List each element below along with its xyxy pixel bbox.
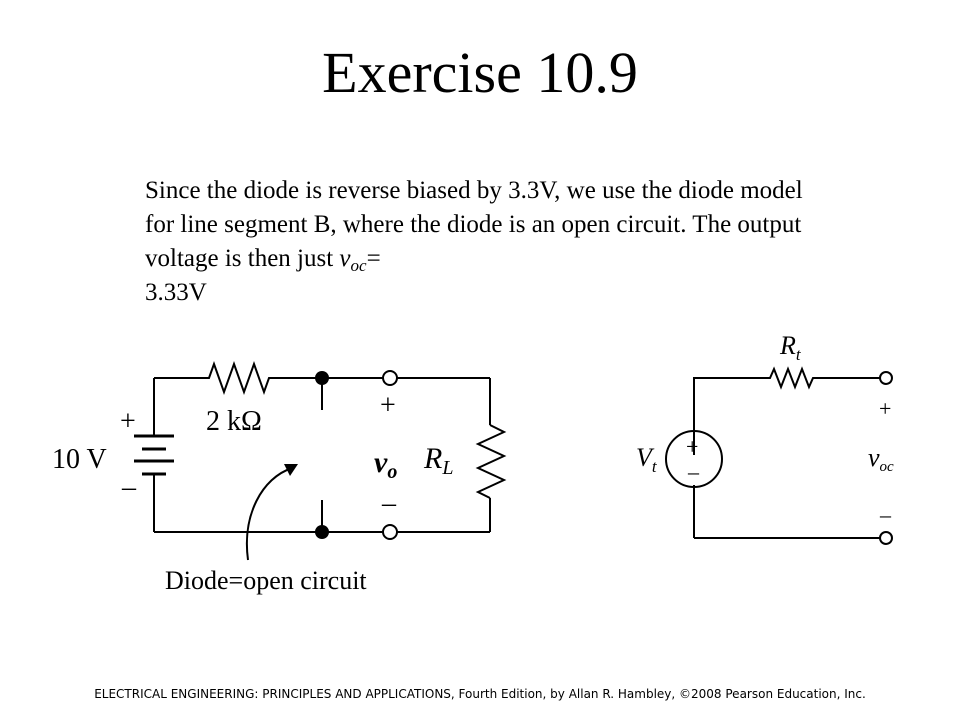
top-wire [154, 361, 390, 395]
rt-label: Rt [779, 331, 802, 364]
source-plus: + [120, 406, 136, 437]
voc-symbol: v [339, 245, 351, 272]
output-plus: + [380, 390, 396, 421]
rl-symbol: R [423, 442, 442, 475]
vo-symbol: v [374, 446, 388, 479]
output-minus: – [381, 488, 397, 519]
vt-minus: – [687, 459, 700, 484]
junction-dot-top [315, 371, 329, 385]
slide-title: Exercise 10.9 [322, 40, 638, 105]
output-terminal-bottom [382, 524, 398, 540]
load-resistor [475, 424, 507, 499]
rt-symbol: R [779, 331, 796, 360]
explanation-text: Since the diode is reverse biased by 3.3… [145, 177, 803, 272]
voc-diagram-subscript: oc [880, 459, 895, 475]
thevenin-output-minus: – [879, 502, 892, 527]
output-terminal-top [382, 370, 398, 386]
thevenin-top-wire [693, 366, 880, 455]
vt-plus: + [686, 434, 698, 459]
explanation-paragraph: Since the diode is reverse biased by 3.3… [145, 174, 825, 310]
resistor-2k-label: 2 kΩ [206, 406, 262, 437]
output-voltage-label: vo [374, 446, 397, 483]
voc-subscript: oc [350, 256, 367, 275]
diode-caption: Diode=open circuit [165, 566, 367, 595]
load-label: RL [423, 442, 453, 479]
arrow-head [284, 464, 298, 476]
source-value: 10 V [52, 444, 107, 475]
left-circuit-diagram: + – 10 V 2 kΩ + – vo RL [52, 361, 507, 561]
voc-diagram-symbol: v [868, 443, 880, 472]
voc-value: 3.33V [145, 279, 207, 306]
voc-equals: = [366, 245, 381, 272]
diode-pointer-arrow [245, 467, 293, 561]
footer-credit: ELECTRICAL ENGINEERING: PRINCIPLES AND A… [94, 687, 866, 701]
rl-subscript: L [441, 457, 453, 479]
voc-label: voc [868, 443, 894, 475]
rt-subscript: t [796, 345, 802, 364]
thevenin-terminal-bottom [879, 531, 893, 545]
thevenin-terminal-top [879, 371, 893, 385]
vo-subscript: o [387, 461, 397, 483]
vt-symbol: V [636, 443, 655, 472]
junction-dot-bottom [315, 525, 329, 539]
vt-label: Vt [636, 443, 658, 476]
thevenin-output-plus: + [879, 396, 891, 421]
source-minus: – [121, 472, 137, 503]
vt-subscript: t [652, 457, 658, 476]
thevenin-circuit-diagram: Rt Vt + – + – voc [636, 331, 894, 545]
thevenin-source [665, 430, 723, 488]
